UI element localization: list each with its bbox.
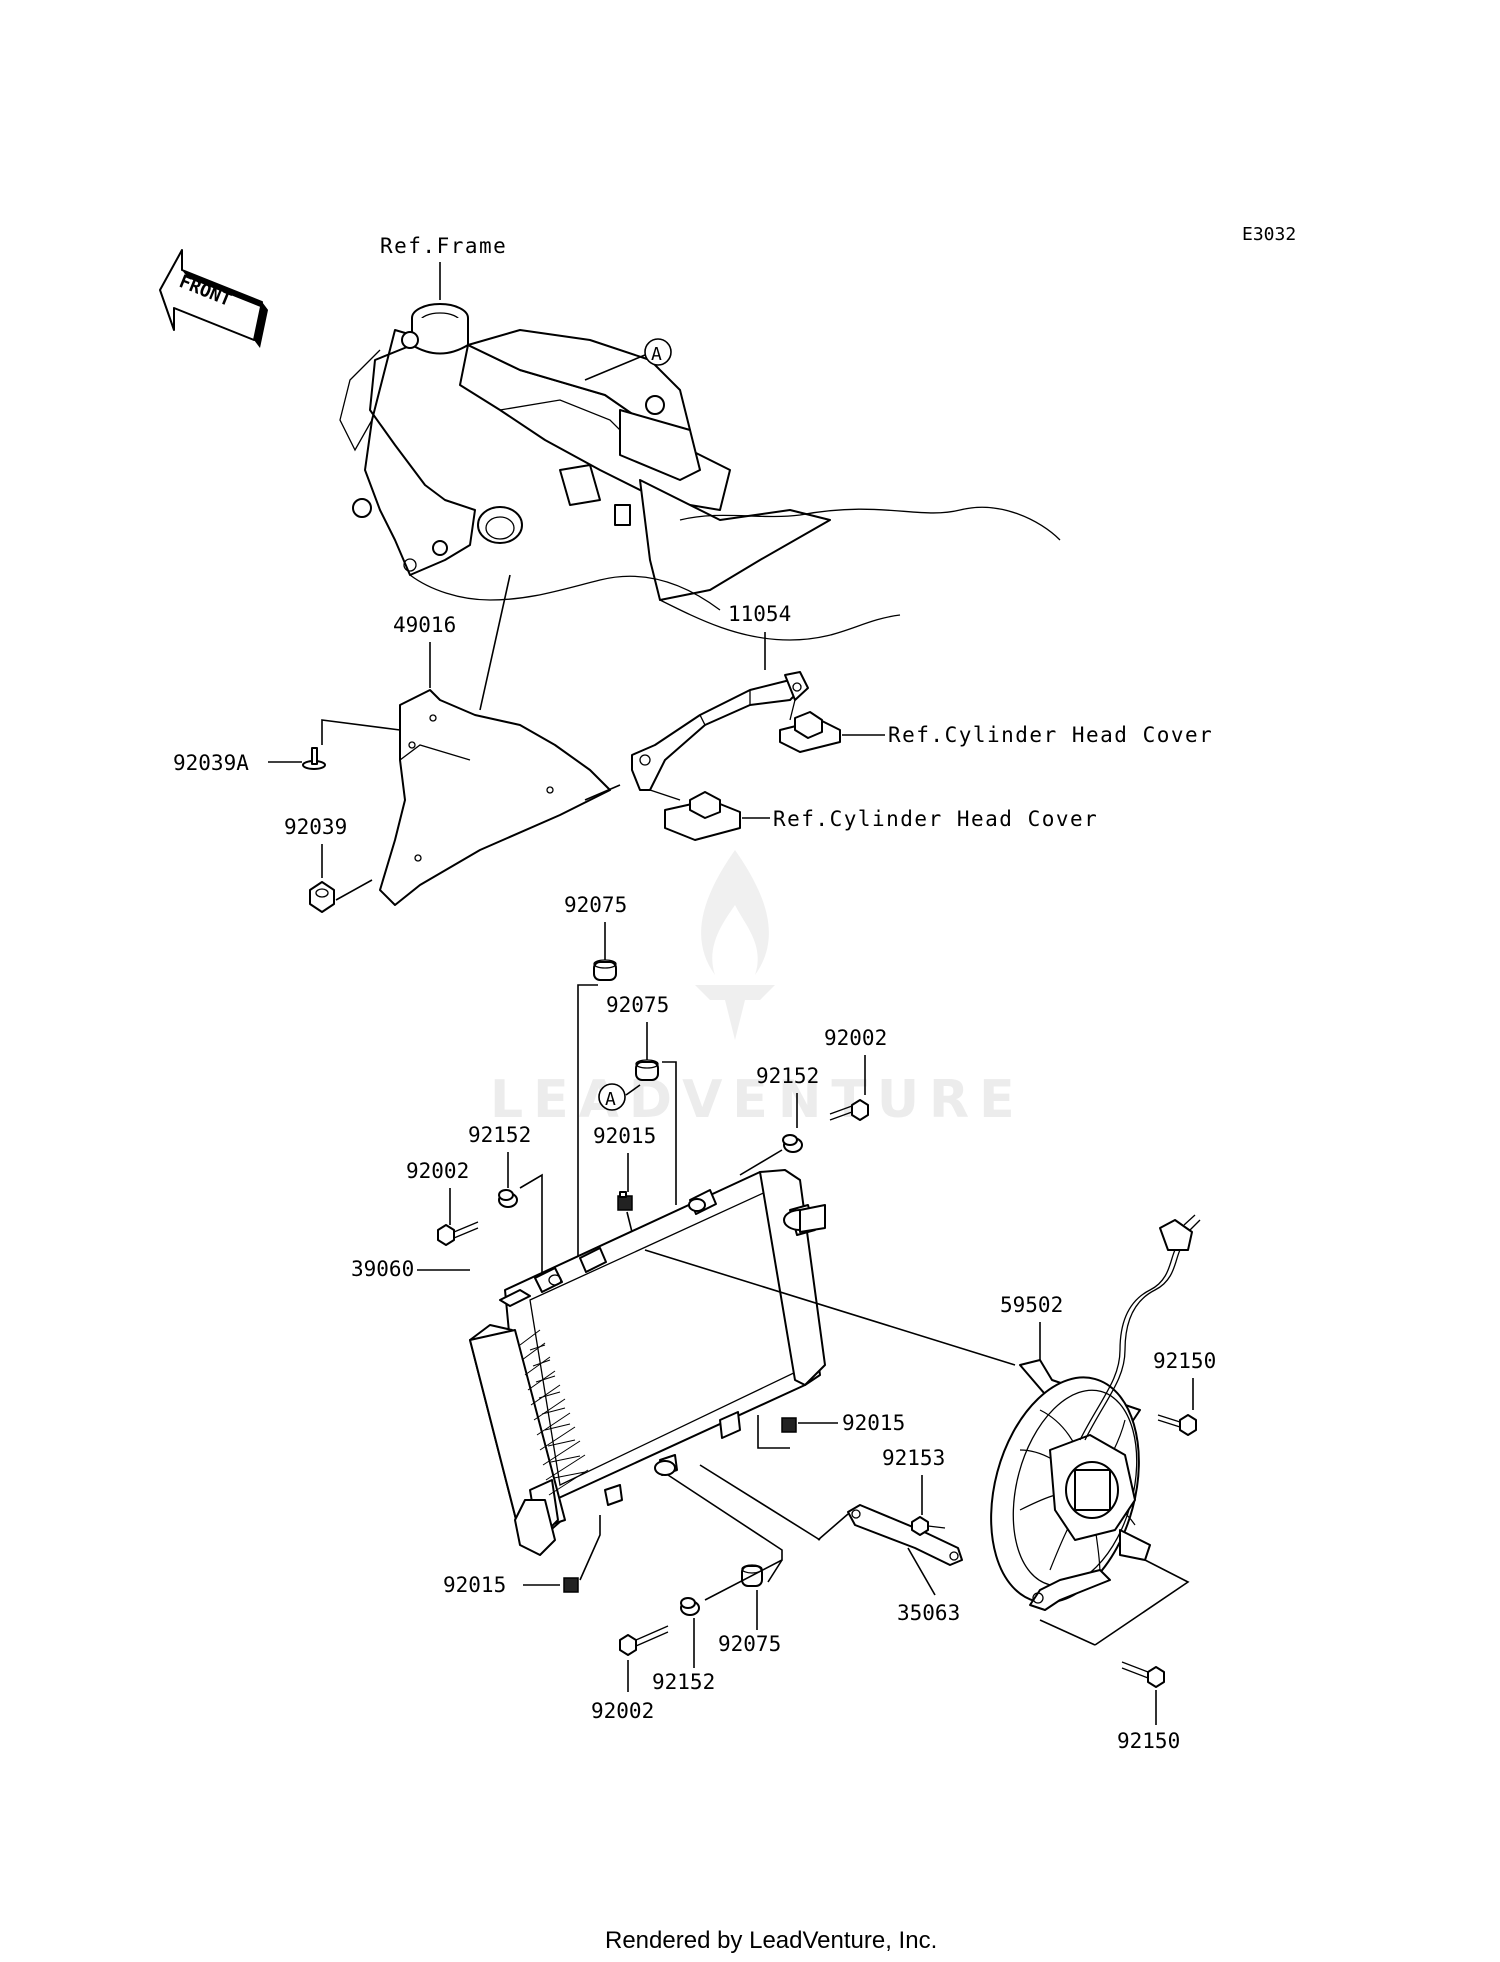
watermark-logo: LEADVENTURE: [490, 850, 1015, 1130]
nut-92039-icon: [309, 881, 335, 913]
part-92075-bottom-label: 92075: [718, 1632, 781, 1656]
bracket-11054: [631, 671, 809, 801]
collar-92152-right-icon: [782, 1134, 803, 1153]
part-59502-label: 59502: [1000, 1293, 1063, 1317]
part-92152-bottom-label: 92152: [652, 1670, 715, 1694]
part-49016-label: 49016: [393, 613, 456, 637]
part-92002-bottom-label: 92002: [591, 1699, 654, 1723]
clip-92015-right-icon: [781, 1417, 797, 1433]
clip-92015-top-icon: [617, 1191, 633, 1211]
clip-92015-bottom-icon: [563, 1577, 579, 1593]
collar-92152-bottom-icon: [680, 1597, 700, 1616]
part-92152-left-label: 92152: [468, 1123, 531, 1147]
marker-a-top: A: [584, 338, 672, 381]
stay-35063: [847, 1504, 963, 1566]
bolt-92002-left-icon: [437, 1221, 479, 1246]
svg-text:A: A: [651, 344, 662, 365]
part-11054-label: 11054: [728, 602, 791, 626]
part-92075-top-label: 92075: [564, 893, 627, 917]
part-35063-label: 35063: [897, 1601, 960, 1625]
bolt-92002-bottom-icon: [619, 1625, 669, 1656]
guard-49016: [379, 689, 611, 906]
bolt-92150-bottom-icon: [1121, 1661, 1165, 1688]
front-arrow-icon: FRONT: [159, 249, 268, 348]
part-92015-bottom-label: 92015: [443, 1573, 506, 1597]
diagram-code: E3032: [1242, 224, 1296, 245]
ref-frame-label: Ref.Frame: [380, 234, 507, 258]
frame-drawing: [339, 303, 1061, 641]
screw-92039A-icon: [302, 747, 326, 770]
part-92150-top-label: 92150: [1153, 1349, 1216, 1373]
part-92039A-label: 92039A: [173, 751, 249, 775]
part-92015-right-label: 92015: [842, 1411, 905, 1435]
grommet-92075-mid-icon: [635, 1059, 659, 1081]
part-92015-top-label: 92015: [593, 1124, 656, 1148]
cooling-fan-59502: [990, 1214, 1201, 1611]
part-92150-bottom-label: 92150: [1117, 1729, 1180, 1753]
part-92152-right-label: 92152: [756, 1064, 819, 1088]
ref-cylinder-head-lower-label: Ref.Cylinder Head Cover: [773, 807, 1098, 831]
part-92075-mid-label: 92075: [606, 993, 669, 1017]
footer-credit: Rendered by LeadVenture, Inc.: [605, 1927, 937, 1954]
radiator-39060: [469, 1169, 826, 1556]
part-39060-label: 39060: [351, 1257, 414, 1281]
cylinder-head-cover-upper: [779, 711, 841, 753]
bolt-92150-top-icon: [1157, 1414, 1197, 1436]
collar-92152-left-icon: [498, 1189, 518, 1208]
cylinder-head-cover-lower: [664, 791, 741, 841]
part-92039-label: 92039: [284, 815, 347, 839]
part-92153-label: 92153: [882, 1446, 945, 1470]
svg-text:A: A: [605, 1089, 616, 1110]
part-92002-left-label: 92002: [406, 1159, 469, 1183]
bolt-92002-right-icon: [829, 1099, 869, 1121]
ref-cylinder-head-upper-label: Ref.Cylinder Head Cover: [888, 723, 1213, 747]
bolt-92153-icon: [911, 1516, 946, 1536]
marker-a-mid: A: [598, 1083, 641, 1111]
part-92002-right-label: 92002: [824, 1026, 887, 1050]
grommet-92075-top-icon: [593, 959, 617, 981]
